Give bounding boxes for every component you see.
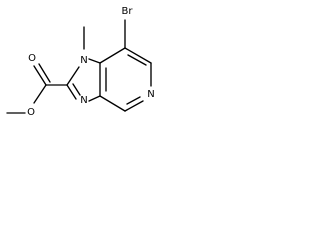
bond-c7-c7a (99, 47, 126, 64)
bond-c2-n3 (66, 84, 77, 100)
chemical-structure: Br N N N O O (0, 0, 206, 160)
bond-c3a-c4 (99, 95, 126, 112)
bond-carbonyl-double (38, 63, 51, 83)
bond-n3-c3a (88, 95, 101, 102)
molecule-drawing: Br N N N O O (6, 6, 155, 118)
bond-c7a-n1 (88, 58, 101, 64)
bond-c4-n5-double (126, 96, 141, 105)
atom-label-carbonyl-oxygen: O (28, 53, 36, 64)
bond-c4-n5 (124, 100, 144, 112)
atom-label-n5: N (147, 89, 154, 100)
atom-label-n3: N (80, 95, 87, 106)
bond-c7-c6-double (127, 54, 147, 66)
bond-c2-n3-double (72, 83, 81, 96)
bond-carbonyl-carbon-ester-oxygen (33, 84, 47, 104)
atom-label-bromine: Br (122, 6, 134, 17)
atom-labels: Br N N N O O (27, 6, 155, 118)
atom-label-ester-oxygen: O (27, 107, 35, 118)
bonds (6, 19, 152, 114)
bond-carbonyl-carbon-carbonyl-oxygen (33, 65, 47, 86)
atom-label-n1: N (80, 55, 87, 66)
bond-c6-c7 (124, 47, 152, 64)
bond-n1-c2 (66, 66, 80, 86)
